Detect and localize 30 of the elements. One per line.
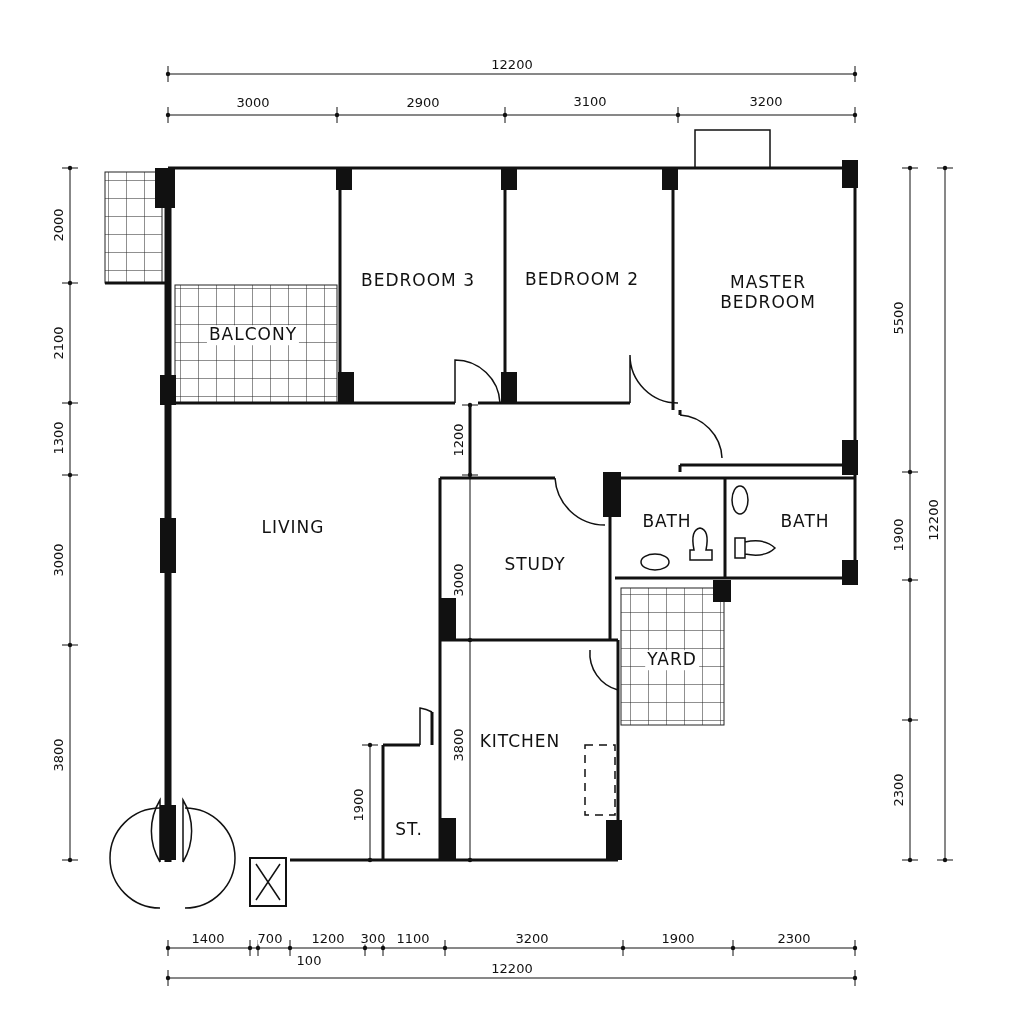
dimension-label: 2900: [406, 95, 440, 109]
dimension-label: 100: [296, 953, 322, 967]
dimension-label: 1100: [396, 931, 430, 945]
dimension-label: 3200: [515, 931, 549, 945]
dimension-label: 1300: [51, 421, 65, 455]
dimension-label: 12200: [926, 499, 940, 541]
dimension-label: 12200: [491, 961, 533, 975]
dimension-label: 3100: [573, 94, 607, 108]
dimension-label: 3000: [51, 543, 65, 577]
dimension-label: 3800: [451, 728, 465, 762]
dimension-label: 1400: [191, 931, 225, 945]
dimension-label: 5500: [891, 301, 905, 335]
dimension-label: 1900: [891, 518, 905, 552]
dimension-label: 3000: [236, 95, 270, 109]
dimension-label: 3800: [51, 738, 65, 772]
dimension-label: 1900: [661, 931, 695, 945]
dimension-label: 2100: [51, 326, 65, 360]
dimension-label: 3200: [749, 94, 783, 108]
dimension-label: 12200: [491, 57, 533, 71]
dimension-label: 2300: [777, 931, 811, 945]
dimension-label: 300: [360, 931, 386, 945]
dimension-label: 700: [257, 931, 283, 945]
room-label: BALCONY: [206, 325, 300, 345]
dimension-label: 1200: [451, 423, 465, 457]
room-label: YARD: [645, 650, 699, 670]
dimension-label: 2000: [51, 208, 65, 242]
dimension-label: 1200: [311, 931, 345, 945]
dimension-label: 3000: [451, 563, 465, 597]
dimension-label: 2300: [891, 773, 905, 807]
dimension-label: 1900: [351, 788, 365, 822]
